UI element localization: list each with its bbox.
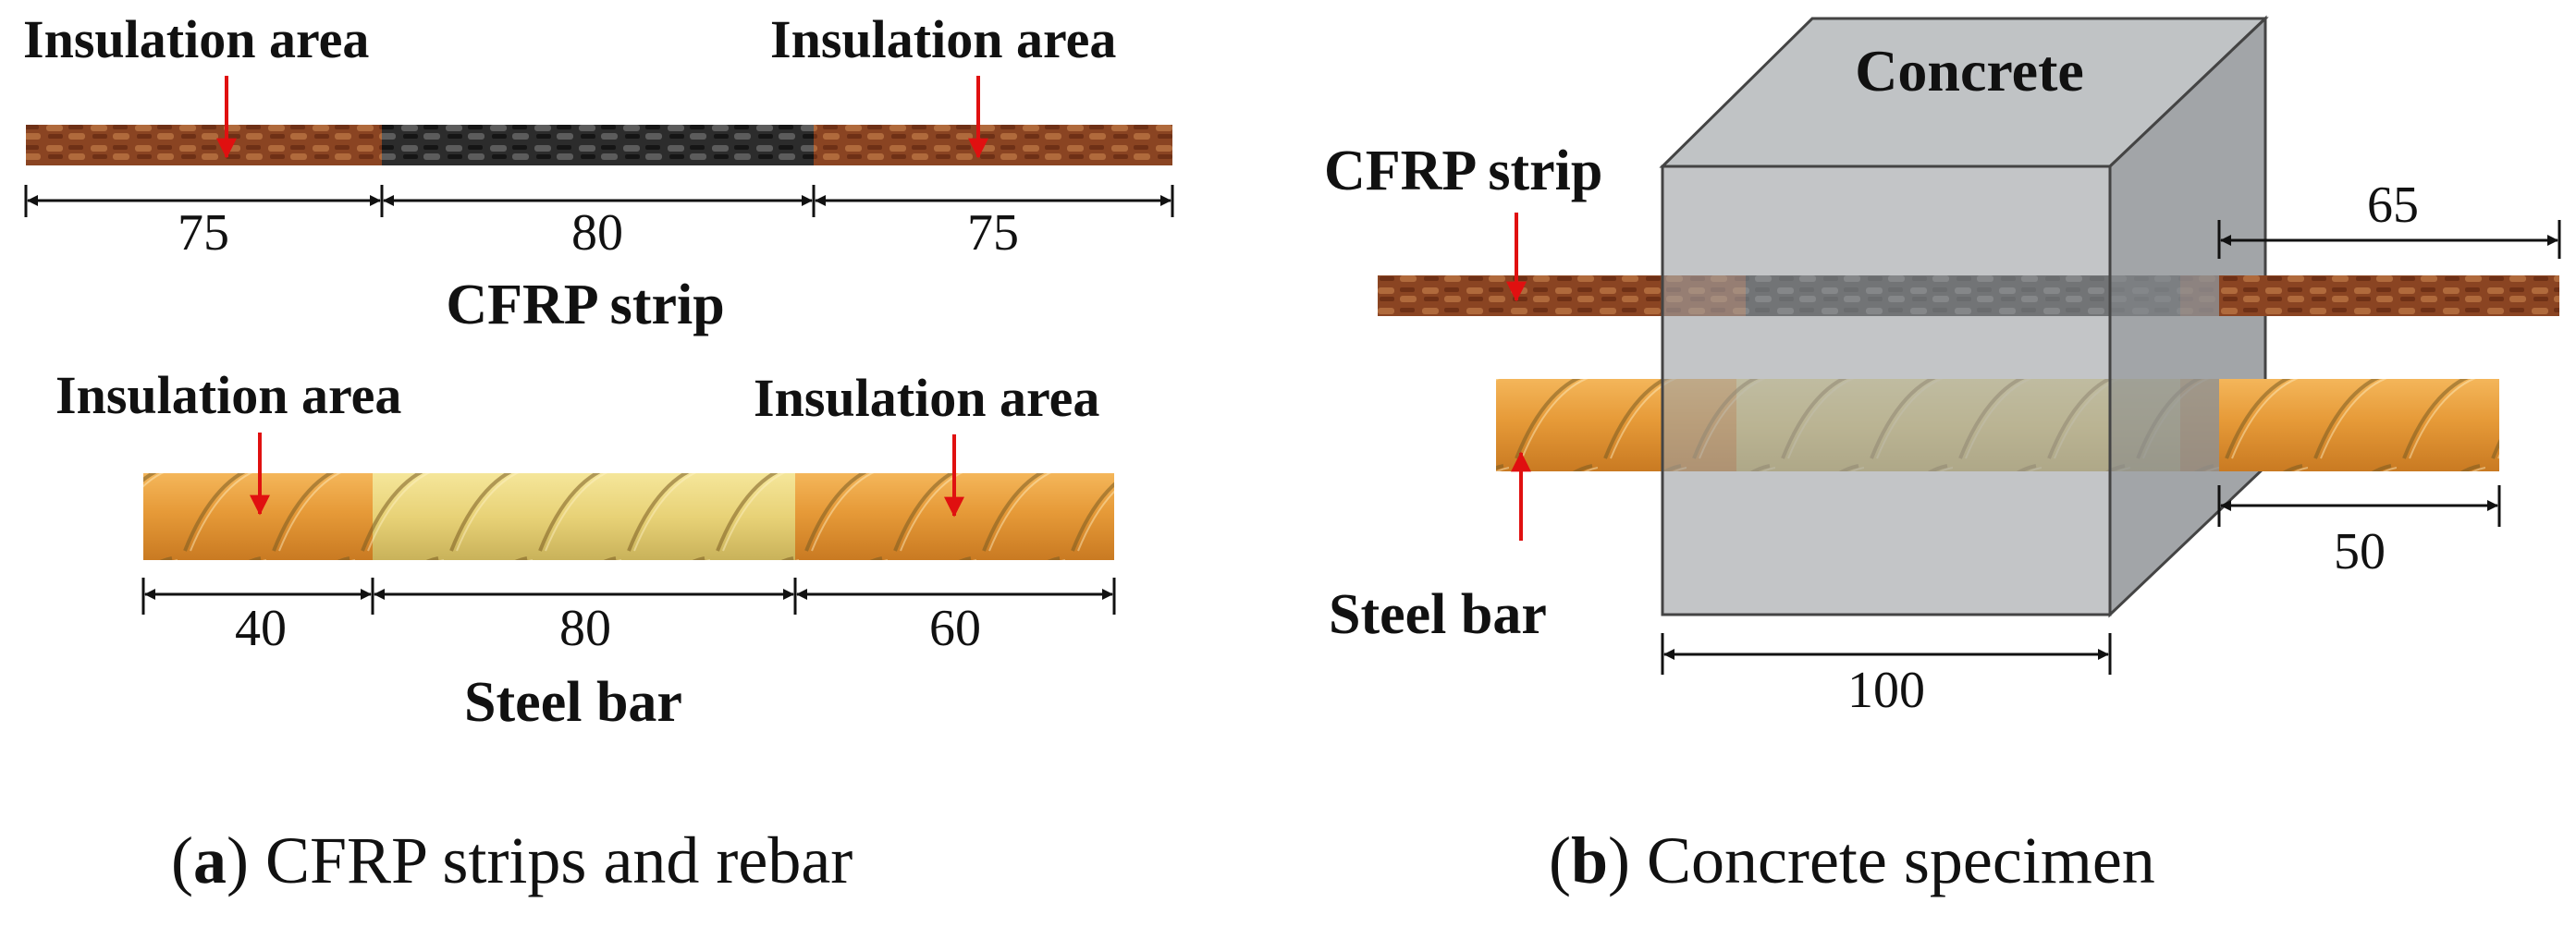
dim-steel-protrusion [2217,485,2501,527]
panel-b: Concrete CFRP strip Steel bar 65 50 100 … [1324,15,2561,897]
caption-a-letter: a [193,823,227,897]
dim-cfrp-value: 65 [2367,177,2419,234]
cfrp-insulation-label-left: Insulation area [23,9,369,69]
steel-dimension-line [141,578,1116,615]
cfrp-strip-title: CFRP strip [446,274,724,336]
steel-bar-label: Steel bar [1329,583,1547,646]
cfrp-strip-bar [26,125,1172,165]
steel-dim-right: 60 [929,600,981,657]
caption-b: (b) Concrete specimen [1549,823,2155,897]
dim-concrete-value: 100 [1847,662,1925,719]
caption-a-text: CFRP strips and rebar [265,823,853,897]
concrete-front-face [1661,165,2112,616]
concrete-block [1659,15,2269,618]
cfrp-bare-middle [382,125,814,165]
concrete-label: Concrete [1855,38,2084,104]
cfrp-strip-label: CFRP strip [1324,140,1602,202]
caption-b-letter: b [1571,823,1608,897]
steel-bar-title: Steel bar [464,671,682,734]
steel-insulation-label-right: Insulation area [754,368,1099,428]
cfrp-dim-left: 75 [178,204,229,262]
steel-insulation-label-left: Insulation area [55,365,401,425]
cfrp-insulated-left [26,125,382,165]
cfrp-dimension-line [24,185,1174,217]
dim-cfrp-protrusion [2217,220,2561,259]
steel-dim-left: 40 [235,600,287,657]
cfrp-insulation-label-right: Insulation area [770,9,1116,69]
steel-dim-middle: 80 [559,600,611,657]
panel-a: Insulation area Insulation area 75 80 75… [23,9,1174,897]
dim-concrete-width [1661,633,2112,675]
dim-steel-value: 50 [2334,523,2386,580]
caption-a: (a) CFRP strips and rebar [171,823,853,897]
cfrp-dim-right: 75 [967,204,1019,262]
caption-b-text: Concrete specimen [1647,823,2155,897]
cfrp-dim-middle: 80 [571,204,623,262]
steel-bar [143,473,1114,560]
cfrp-insulated-right [814,125,1172,165]
